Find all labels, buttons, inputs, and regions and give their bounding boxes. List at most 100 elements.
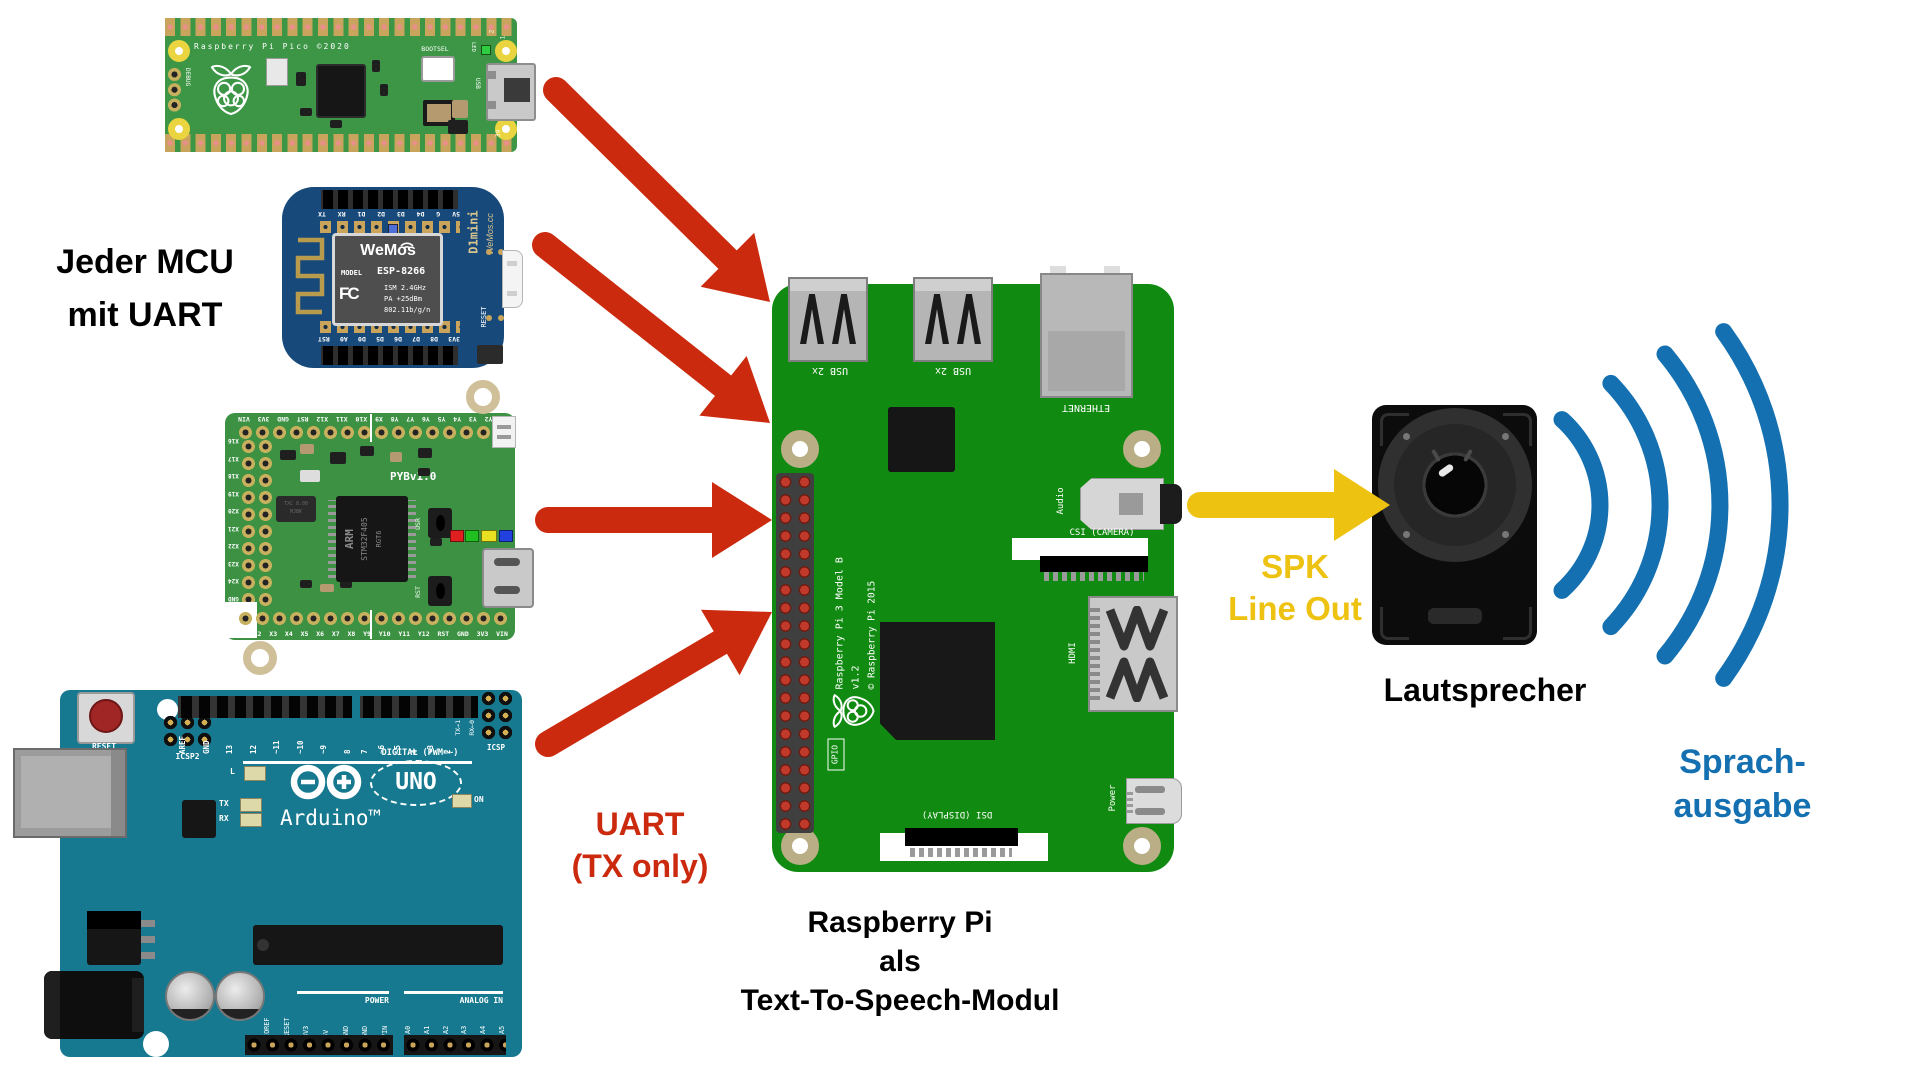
pin-label: 3V3 — [302, 1025, 311, 1038]
ard-digital-header-left — [178, 696, 352, 718]
ard-pin-rx0-label: RX←0 — [468, 720, 476, 736]
pyb-led-red — [450, 530, 464, 542]
red-arrow-pyboard-to-rpi — [535, 482, 772, 558]
pyb-stm32-text: ARM STM32F405 RGT6 — [342, 499, 402, 579]
ard-regulator-leg — [141, 920, 155, 927]
wemos-usb-connector — [502, 250, 523, 308]
pin-label: A4 — [479, 1025, 488, 1034]
pyb-usb-a-connector — [492, 416, 516, 448]
pin-label: G — [436, 210, 441, 219]
pin-label: 8 — [342, 749, 352, 754]
ard-icsp2-pins — [162, 714, 213, 748]
rpi-audio-jack — [1080, 478, 1164, 530]
pyb-component — [418, 448, 432, 458]
caption-spk: SPK Line Out — [1205, 546, 1385, 630]
pyb-component — [300, 470, 320, 482]
usb-contact-icon — [925, 294, 949, 344]
pin-label: X12 — [316, 415, 329, 423]
ard-capacitor-stripe — [167, 1009, 213, 1019]
ard-barrel-jack — [44, 971, 144, 1039]
wemos-model-label: MODEL — [341, 269, 363, 277]
ard-led-l-label: L — [230, 767, 235, 776]
pyb-component — [300, 444, 314, 454]
rpi-audio-label: Audio — [1056, 487, 1066, 515]
usb-contact-icon — [832, 294, 856, 344]
caption-tts-line1: Raspberry Pi — [807, 906, 993, 939]
ard-regulator-leg — [141, 936, 155, 943]
ard-led-rx — [240, 813, 262, 827]
rpi-mount-hole — [781, 430, 819, 468]
pin-label: A2 — [441, 1025, 450, 1034]
pyb-component — [280, 450, 296, 460]
pico-mount-hole — [168, 118, 190, 140]
pyb-led-yellow — [481, 530, 497, 542]
rpi-dsi-bar — [905, 828, 1018, 846]
ard-barrel-jack-end — [132, 978, 144, 1032]
speaker-slot — [1428, 608, 1482, 624]
pico-component — [330, 120, 342, 128]
ard-uno-label: UNO — [395, 769, 437, 795]
rpi-csi-teeth — [1044, 572, 1144, 581]
ard-reset-button — [89, 699, 123, 733]
caption-uart-line2: (TX only) — [571, 848, 709, 884]
caption-speech-line1: Sprach- — [1679, 743, 1806, 781]
rpi-ethernet-label: ETHERNET — [1061, 402, 1111, 413]
wemos-pad-dot — [486, 315, 492, 321]
pin-label: RX — [337, 210, 346, 219]
rpi-board-text: Raspberry Pi 3 Model B v1.2 © Raspberry … — [833, 545, 878, 689]
rpi-gpio-label: GPIO — [827, 738, 845, 771]
sound-wave-arcs — [1553, 323, 1789, 687]
caption-spk-line2: Line Out — [1228, 590, 1362, 627]
ard-regulator-tab — [87, 911, 141, 929]
ard-uno-oval: UNO — [370, 760, 462, 806]
pin-label: Y12 — [417, 630, 430, 638]
pin-label: D2 — [377, 210, 386, 219]
pyb-chip-line2: STM32F405 — [360, 517, 369, 561]
pico-pads-bottom — [165, 134, 517, 152]
pin-label: A0 — [339, 335, 348, 344]
rpi-usb-port-1 — [788, 277, 868, 362]
pyb-stm32-chip — [336, 496, 408, 582]
pico-led — [481, 45, 491, 55]
rpi-hdmi-label: HDMI — [1068, 642, 1078, 664]
wemos-chip-name: ESP-8266 — [377, 266, 426, 277]
pyb-pins-top: Y1Y2Y3Y4Y5Y6Y7Y8X9X10X11X12RSTGND3V3VIN — [238, 414, 508, 424]
pin-label: A1 — [422, 1025, 431, 1034]
speaker-corner-bracket — [1503, 413, 1532, 446]
pyb-crystal-line2: MJBK — [289, 509, 303, 515]
sound-wave-arc-3 — [1656, 345, 1729, 665]
pin-label: D5 — [376, 335, 384, 344]
pin-label: Y5 — [437, 415, 446, 423]
pin-label: Y8 — [390, 415, 399, 423]
wemos-spec1: ISM 2.4GHz — [384, 284, 427, 292]
pico-component — [452, 100, 468, 118]
pyb-stm32-pins-left — [328, 500, 336, 578]
pin-label: X24 — [227, 577, 239, 584]
caption-uart-line1: UART — [595, 806, 685, 842]
pyb-divider-bottom — [370, 610, 372, 639]
caption-tts-line3: Text-To-Speech-Modul — [740, 984, 1060, 1017]
caption-spk-line1: SPK — [1261, 548, 1329, 585]
pin-label: GND — [277, 415, 289, 423]
ard-16u2-chip — [182, 800, 216, 838]
ard-capacitor — [165, 971, 215, 1021]
pico-rp2040-chip — [316, 64, 366, 118]
pin-label: X18 — [227, 472, 239, 479]
caption-speaker-text: Lautsprecher — [1383, 672, 1587, 708]
sound-wave-arc-4 — [1715, 323, 1789, 687]
pico-component — [380, 84, 388, 96]
caption-uart: UART (TX only) — [540, 803, 740, 887]
yellow-arrow-audio-to-speaker — [1187, 469, 1390, 541]
pin-label: GND — [227, 594, 239, 602]
pin-label: RST — [318, 335, 330, 344]
pyb-led-green — [465, 530, 479, 542]
ard-capacitor — [215, 971, 265, 1021]
rpi-csi-bar — [1040, 556, 1148, 572]
pin-label: A3 — [460, 1025, 469, 1034]
pin-label: X11 — [335, 415, 348, 423]
pin-label: AREF — [178, 735, 187, 754]
rpi-mount-hole — [1123, 430, 1161, 468]
pyb-rst-button — [428, 576, 452, 606]
